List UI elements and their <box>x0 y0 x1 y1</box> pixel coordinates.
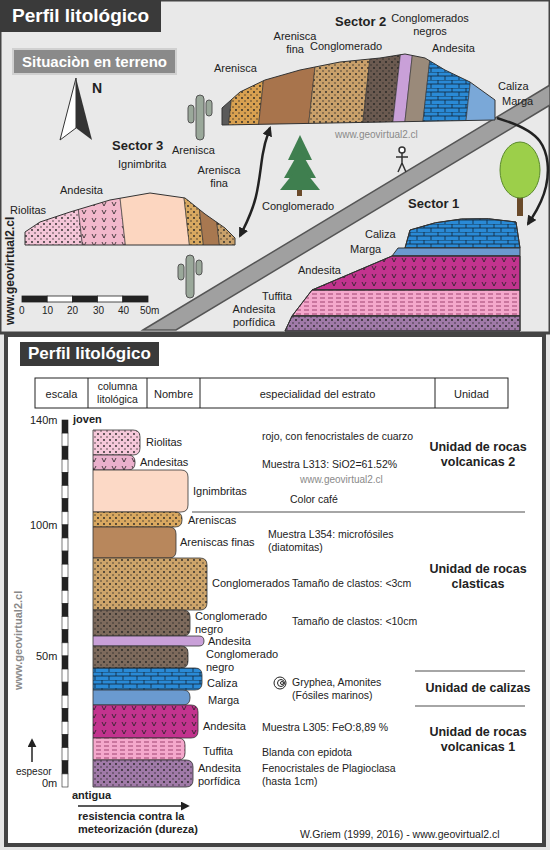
label-text: antigua <box>72 789 111 802</box>
label-text: columna litológica <box>88 380 147 405</box>
label-text: 50m <box>36 650 57 663</box>
label-text: Gryphea, Amonites (Fósiles marinos) <box>292 676 412 701</box>
person <box>396 147 408 172</box>
label-text: 0 <box>19 305 25 317</box>
label-text: Andesita <box>432 42 475 55</box>
label-text: 20 <box>67 305 78 317</box>
label-text: 40 <box>118 305 129 317</box>
label-text: 30 <box>93 305 104 317</box>
label-text: Marga <box>350 243 381 256</box>
label-text: W.Griem (1999, 2016) - www.geovirtual2.c… <box>300 828 500 841</box>
ammonite-icon <box>274 677 286 689</box>
pine-tree <box>280 135 320 196</box>
label-text: 140m <box>30 414 58 427</box>
label-text: Andesita <box>298 264 341 277</box>
label-text: Muestra L313: SiO2=61.52% <box>262 458 397 471</box>
label-text: Andesita <box>60 184 103 197</box>
label-text: espesor <box>16 766 52 778</box>
label-text: Arenisca <box>172 144 215 157</box>
watermark: www.geovirtual2.cl <box>335 129 418 141</box>
box-title: Perfil litológico <box>12 5 149 27</box>
label-text: Caliza <box>207 677 238 690</box>
tree <box>500 142 540 216</box>
label-text: 10 <box>42 305 53 317</box>
label-text: Arenisca <box>214 62 257 75</box>
label-text: Muestra L354: microfósiles (diatomitas) <box>268 528 418 553</box>
label-text: Conglomerado negro <box>195 610 270 636</box>
section-box: Situaciòn en terreno <box>12 48 177 75</box>
label-text: Unidad de rocas volcanicas 1 <box>418 725 538 755</box>
label-text: Unidad de rocas clasticas <box>418 562 538 592</box>
label-text: Conglomerado <box>262 200 334 213</box>
label-text: Tamaño de clastos: <10cm <box>292 615 417 628</box>
label-text: Muestra L305: FeO:8,89 % <box>262 721 388 734</box>
label-text: resistencia contra la meteorización (dur… <box>78 810 228 836</box>
label-text: Unidad de rocas volcanicas 2 <box>418 440 538 470</box>
label-text: Ignimbritas <box>193 485 247 498</box>
label-text: Caliza <box>365 228 396 241</box>
label-text: joven <box>73 413 102 426</box>
label-text: Sector 1 <box>408 196 459 212</box>
north-arrow <box>60 78 92 140</box>
label-text: especialidad del estrato <box>200 388 435 401</box>
label-text: Sector 3 <box>112 138 163 154</box>
label-text: Tuffita <box>203 745 233 758</box>
label-text: www.geovirtual2.cl <box>3 217 17 325</box>
label-text: Fenocristales de Plagioclasa (hasta 1cm) <box>262 762 412 787</box>
label-text: Unidad de calizas <box>418 681 538 696</box>
label-text: Marga <box>208 694 239 707</box>
label-text: Conglomerados negros <box>390 12 470 38</box>
box-title: Situaciòn en terreno <box>22 53 167 70</box>
label-text: Andesita <box>208 635 251 648</box>
label-text: 0m <box>42 777 57 790</box>
label-text: Andesitas <box>140 456 188 469</box>
label-text: Riolitas <box>10 204 46 217</box>
label-text: Andesita <box>203 720 246 733</box>
box-title: Perfil litológico <box>28 344 151 364</box>
label-text: Riolitas <box>146 436 182 449</box>
label-text: Andesita porfídica <box>228 303 280 329</box>
label-text: rojo, con fenocristales de cuarzo <box>262 430 414 443</box>
label-text: Tuffita <box>262 290 292 303</box>
watermark: www.geovirtual2.cl <box>12 591 25 690</box>
label-text: Ignimbrita <box>118 158 166 171</box>
label-text: N <box>92 80 102 97</box>
title-box: Perfil litológico <box>20 342 159 366</box>
label-text: Areniscas <box>188 514 236 527</box>
label-text: Tamaño de clastos: <3cm <box>292 577 411 590</box>
cactus <box>178 95 212 298</box>
label-text: 50m <box>140 305 159 317</box>
label-text: escala <box>35 388 88 401</box>
label-text: Arenisca fina <box>196 164 242 190</box>
label-text: Color café <box>290 493 338 506</box>
label-text: Conglomerado negro <box>206 648 281 674</box>
watermark: www.geovirtual2.cl <box>300 474 383 486</box>
label-text: Nombre <box>147 388 200 401</box>
label-text: Caliza <box>498 80 529 93</box>
label-text: Sector 2 <box>335 14 386 30</box>
label-text: Conglomerados <box>212 577 290 590</box>
label-text: Marga <box>502 95 533 108</box>
title-box: Perfil litológico <box>0 0 161 32</box>
label-text: Blanda con epidota <box>262 746 352 759</box>
label-text: Andesita porfídica <box>198 762 258 788</box>
label-text: Areniscas finas <box>180 536 255 549</box>
label-text: Unidad <box>435 388 508 401</box>
label-text: 100m <box>30 519 58 532</box>
label-text: Conglomerado <box>310 40 382 53</box>
